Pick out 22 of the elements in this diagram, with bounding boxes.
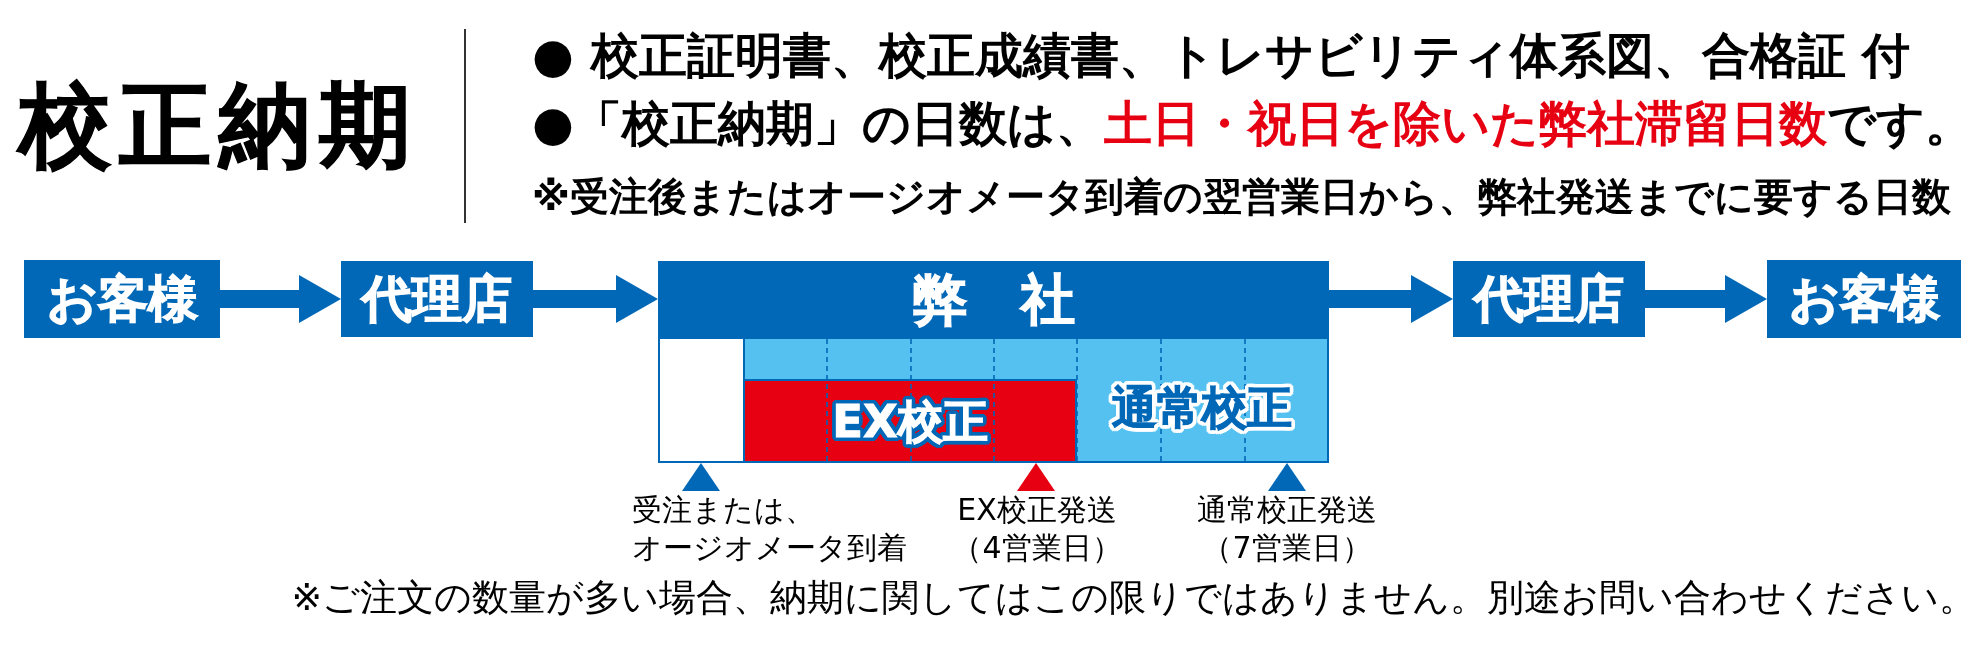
- triangle-pointer: [1017, 462, 1055, 492]
- flow-arrow: [1645, 275, 1767, 323]
- triangle-pointer: [1268, 462, 1306, 492]
- company-panel: [658, 261, 1329, 463]
- flow-arrow: [220, 275, 341, 323]
- note-text: ※受注後またはオージオメータ到着の翌営業日から、弊社発送までに要する日数: [532, 177, 1951, 216]
- stage-box: お客様: [24, 260, 220, 338]
- footnote-text: ※ご注文の数量が多い場合、納期に関してはこの限りではありません。別途お問い合わせください。: [291, 580, 1976, 617]
- stage-box: お客様: [1767, 260, 1961, 338]
- stage-box: 代理店: [341, 261, 533, 337]
- triangle-pointer: [682, 462, 720, 492]
- flow-arrow: [1329, 275, 1453, 323]
- flow-arrow: [533, 275, 658, 323]
- header-band: 弊社: [660, 263, 1327, 337]
- milestone-label: EX校正発送（4営業日）: [937, 491, 1137, 567]
- band-label: 通常校正: [1112, 385, 1292, 430]
- period-bar: EX校正: [743, 379, 1077, 463]
- period-band: [743, 337, 1329, 463]
- stage-box: 代理店: [1453, 261, 1645, 337]
- note-text: ● 校正証明書、校正成績書、トレサビリティ体系図、合格証 付: [532, 31, 1911, 79]
- milestone-label: 受注または、オージオメータ到着: [632, 491, 914, 567]
- milestone-label: 通常校正発送（7営業日）: [1186, 491, 1388, 567]
